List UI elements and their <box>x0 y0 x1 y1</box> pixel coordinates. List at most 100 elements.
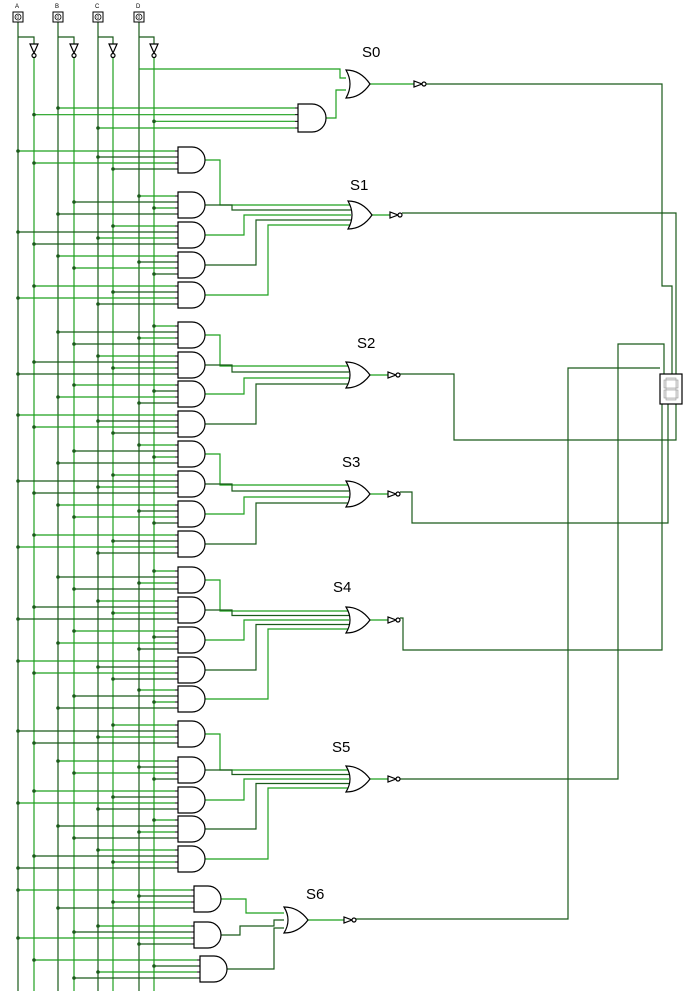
junction-dot <box>137 688 141 692</box>
and-gate-icon <box>177 146 206 174</box>
output-labels: S0 S1 S2 S3 S4 S5 S6 <box>306 44 380 903</box>
and-gate-icon <box>177 251 206 279</box>
junction-dot <box>72 266 76 270</box>
junction-dot <box>152 324 156 328</box>
not-gate-icon <box>387 371 398 379</box>
gate-output-wire <box>205 453 349 486</box>
junction-dot <box>111 723 115 727</box>
junction-dot <box>56 906 60 910</box>
junction-dot <box>32 958 36 962</box>
junction-dot <box>72 587 76 591</box>
junction-dot <box>137 765 141 769</box>
gate-output-wire <box>205 214 351 236</box>
junction-dot <box>152 700 156 704</box>
input-pin-b[interactable]: B 0 <box>52 4 64 23</box>
output-label-s1: S1 <box>350 177 368 194</box>
wire <box>221 919 284 936</box>
junction-dot <box>152 389 156 393</box>
junction-dot <box>16 372 20 376</box>
output-label-s5: S5 <box>332 739 350 756</box>
output-label-s0: S0 <box>362 44 380 61</box>
junction-dot <box>152 272 156 276</box>
junction-dot <box>96 354 100 358</box>
junction-dot <box>111 431 115 435</box>
and-gate-icon <box>193 885 222 913</box>
junction-dot <box>72 771 76 775</box>
junction-dot <box>56 330 60 334</box>
junction-dot <box>56 759 60 763</box>
seven-segment-display <box>659 373 683 405</box>
or-gate-icon <box>344 69 371 99</box>
gate-output-wire <box>205 502 349 545</box>
output-label-s2: S2 <box>357 335 375 352</box>
wire-layer <box>16 22 677 991</box>
junction-dot <box>72 694 76 698</box>
and-gate-icon <box>177 500 206 528</box>
input-pin-c[interactable]: C 0 <box>92 4 104 23</box>
and-gate-icon <box>177 321 206 349</box>
junction-dot <box>32 671 36 675</box>
gate-output-wire <box>205 628 349 700</box>
not-gate-icon <box>413 80 424 88</box>
input-pins: A 0 B 0 C 0 D 0 <box>12 4 145 23</box>
output-wire-s0 <box>426 83 673 374</box>
or-gate-icon <box>344 606 371 634</box>
and-gate-icon <box>177 221 206 249</box>
junction-dot <box>96 848 100 852</box>
junction-dot <box>16 545 20 549</box>
inverter-feed <box>58 36 75 44</box>
junction-dot <box>16 413 20 417</box>
output-wire-s6 <box>356 367 660 920</box>
junction-dot <box>111 366 115 370</box>
gate-output-wire <box>205 219 351 266</box>
and-gate-icon <box>177 720 206 748</box>
junction-dot <box>16 296 20 300</box>
and-gate-icon <box>177 410 206 438</box>
input-a-value: 0 <box>17 15 20 21</box>
junction-dot <box>16 617 20 621</box>
input-pin-a[interactable]: A 0 <box>12 4 24 23</box>
junction-dot <box>56 503 60 507</box>
and-gate-icon <box>177 815 206 843</box>
gate-output-wire <box>205 483 349 492</box>
and-gate-icon <box>177 685 206 713</box>
junction-dot <box>32 112 36 117</box>
gate-output-wire <box>205 496 349 515</box>
not-bubble-icon <box>395 617 401 623</box>
junction-dot <box>111 677 115 681</box>
and-gate-icon <box>177 656 206 684</box>
junction-dot <box>56 254 60 258</box>
junction-dot <box>137 509 141 513</box>
junction-dot <box>56 575 60 579</box>
or-gate-icon <box>344 765 371 793</box>
or-gate-icon <box>282 906 309 934</box>
input-c-label: C <box>95 4 100 10</box>
output-label-s6: S6 <box>306 886 324 903</box>
junction-dot <box>16 936 20 940</box>
output-wire <box>402 212 677 374</box>
or-gate-icon <box>344 361 371 389</box>
junction-dot <box>96 551 100 555</box>
and-gate-icon <box>193 921 222 949</box>
and-gate-icon <box>177 756 206 784</box>
not-bubble-icon <box>395 491 401 497</box>
not-gate-icon <box>387 775 398 783</box>
input-pin-d[interactable]: D 0 <box>133 4 145 23</box>
gate-output-wire <box>205 383 349 425</box>
gate-output-wire <box>205 579 349 612</box>
inverter-feed <box>18 36 35 44</box>
inverter-feed <box>139 36 155 44</box>
and-gate-icon <box>177 380 206 408</box>
junction-dot <box>152 455 156 459</box>
junction-dot <box>137 581 141 585</box>
junction-dot <box>16 888 20 892</box>
junction-dot <box>137 443 141 447</box>
junction-dot <box>111 290 115 294</box>
junction-dot <box>111 224 115 228</box>
junction-dot <box>72 930 76 934</box>
input-c-value: 0 <box>97 15 100 21</box>
gate-output-wire <box>205 204 351 211</box>
not-bubble-icon <box>151 52 157 59</box>
junction-dot <box>96 126 100 130</box>
junction-dot <box>96 485 100 489</box>
